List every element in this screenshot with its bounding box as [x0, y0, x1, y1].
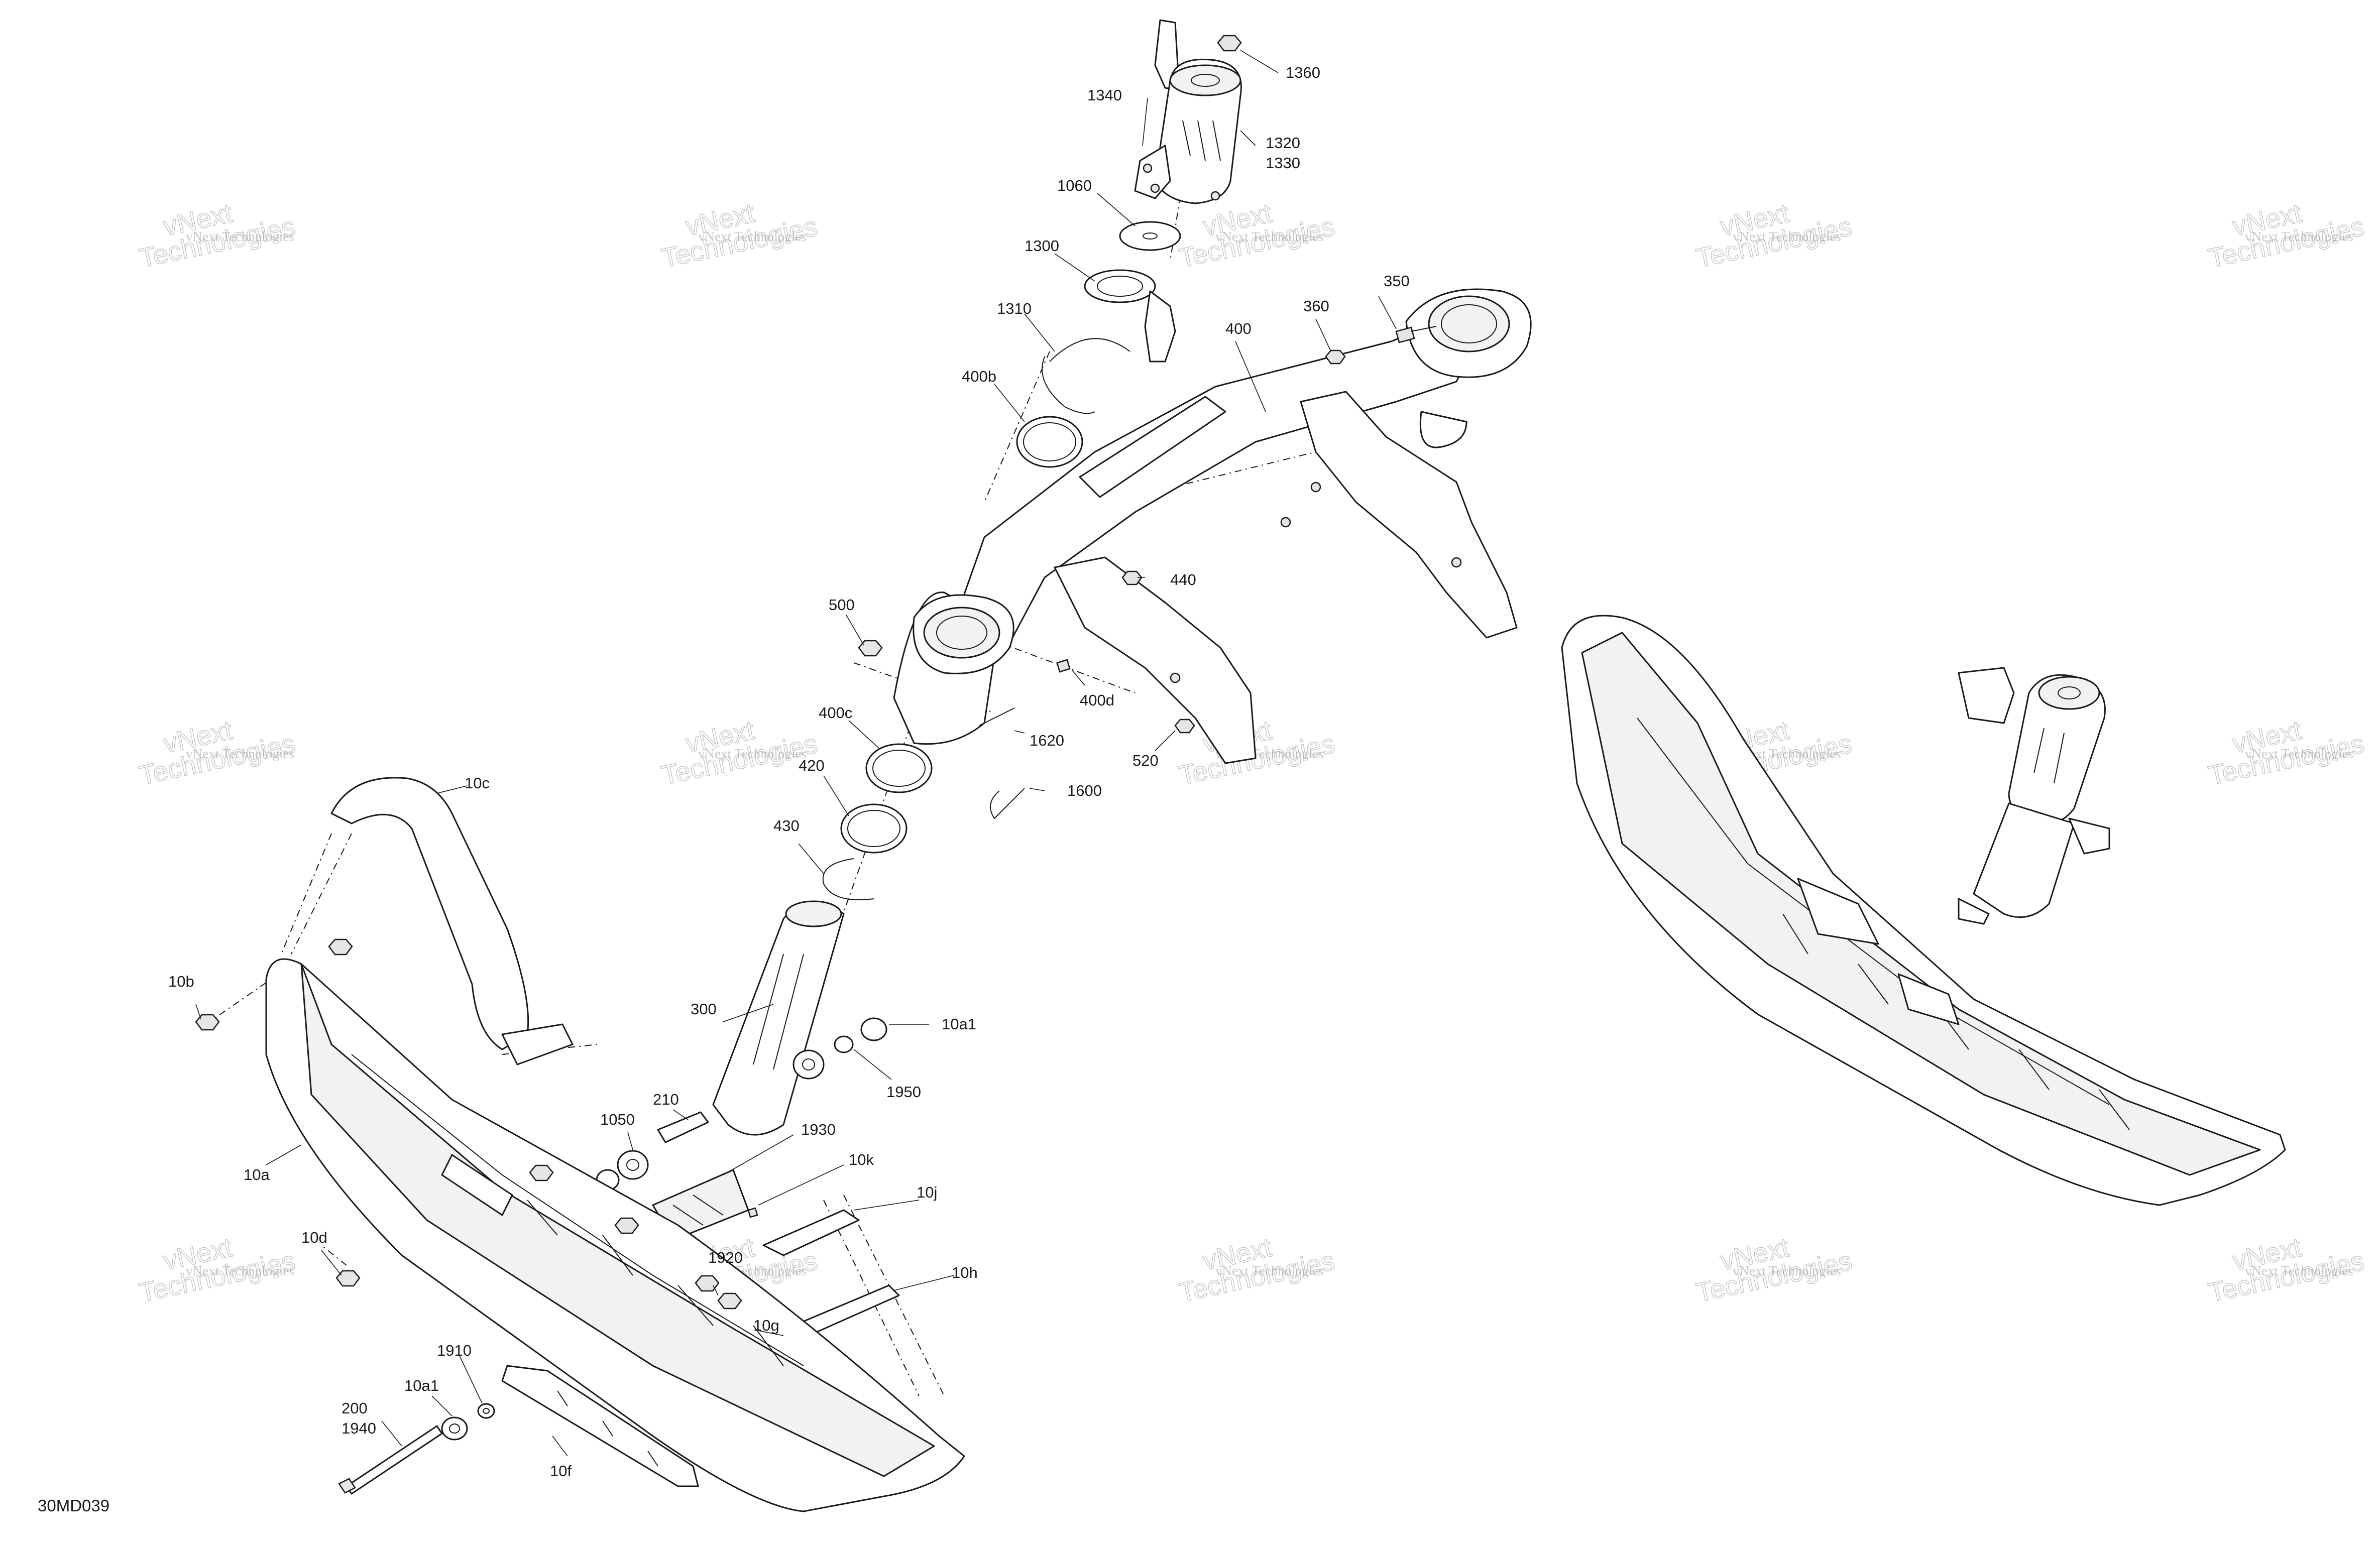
- watermark-text: vNext Technologies: [186, 746, 294, 761]
- callout-350: 350: [1384, 272, 1410, 290]
- steering-arm-400: [893, 288, 1532, 764]
- callout-10b: 10b: [168, 973, 194, 990]
- callout-400: 400: [1225, 320, 1252, 337]
- watermark-text: vNext Technologies: [698, 229, 807, 244]
- watermark-text: vNext Technologies: [1215, 229, 1324, 244]
- callout-400b: 400b: [962, 368, 996, 385]
- callout-300: 300: [691, 1000, 717, 1018]
- washer-1060: [1119, 221, 1181, 251]
- callout-520: 520: [1132, 752, 1159, 769]
- bolt-350: [1395, 326, 1437, 343]
- watermark-text: vNext Technologies: [1733, 229, 1841, 244]
- callout-1930: 1930: [801, 1121, 836, 1138]
- callout-labels: 1360 1340 1320 1330 1060 1300 1310 350 3…: [168, 64, 1410, 1480]
- callout-440: 440: [1170, 571, 1196, 588]
- leader-lines: [195, 50, 1397, 1457]
- callout-400c: 400c: [819, 704, 852, 722]
- callout-10a1-top: 10a1: [942, 1015, 976, 1033]
- watermark-text: vNext Technologies: [2245, 229, 2353, 244]
- callout-420: 420: [799, 757, 825, 774]
- callout-1920: 1920: [708, 1249, 743, 1266]
- watermark-text: vNext Technologies: [2245, 746, 2353, 761]
- watermark-text: vNext Technologies: [698, 746, 807, 761]
- nut-360: [1325, 349, 1346, 365]
- callout-1050: 1050: [600, 1111, 635, 1128]
- bushing-10a1-bottom: [441, 1416, 468, 1441]
- assembled-ski-right: [1561, 615, 2286, 1206]
- ring-400c: [865, 743, 933, 793]
- callout-10a: 10a: [244, 1166, 270, 1183]
- callout-10f: 10f: [550, 1462, 572, 1480]
- bolt-200: [338, 1425, 443, 1495]
- callout-10c: 10c: [465, 774, 490, 792]
- callout-360: 360: [1303, 297, 1329, 315]
- bushing-10a1-top: [792, 1017, 887, 1080]
- callout-1360: 1360: [1286, 64, 1320, 81]
- callout-500: 500: [829, 596, 855, 614]
- watermark-text: vNext Technologies: [186, 229, 294, 244]
- callout-1300: 1300: [1025, 237, 1059, 255]
- pin-210: [657, 1111, 709, 1143]
- callout-1940: 1940: [342, 1419, 376, 1437]
- ring-430: [822, 858, 874, 900]
- callout-1330: 1330: [1266, 154, 1300, 172]
- callout-10g: 10g: [753, 1317, 779, 1334]
- ring-420: [840, 803, 908, 854]
- clip-1600: [990, 788, 1025, 819]
- bolt-10b: [195, 938, 353, 1031]
- callout-1950: 1950: [886, 1083, 921, 1101]
- callout-10j: 10j: [917, 1183, 937, 1201]
- washer-1910: [477, 1403, 495, 1419]
- spindle-housing-assembly: [1134, 19, 1242, 204]
- callout-210: 210: [653, 1091, 679, 1108]
- nut-1920: [695, 1275, 742, 1310]
- fastener-440: [1121, 570, 1143, 585]
- retaining-clip-1310: [1042, 338, 1130, 414]
- callout-1600: 1600: [1067, 782, 1102, 799]
- callout-1910: 1910: [437, 1342, 472, 1359]
- nut-10d: [335, 1164, 639, 1287]
- fastener-400d: [1056, 659, 1071, 673]
- watermark-text: vNext Technologies: [2245, 1263, 2353, 1278]
- wear-plate-10j: [762, 1209, 860, 1256]
- callout-10h: 10h: [952, 1264, 978, 1281]
- handle-10c: [330, 777, 574, 1065]
- callout-10a1-bottom: 10a1: [404, 1377, 439, 1394]
- callout-10d: 10d: [301, 1229, 327, 1246]
- callout-10k: 10k: [849, 1151, 874, 1168]
- callout-1320: 1320: [1266, 134, 1300, 152]
- bushing-1050: [596, 1150, 649, 1191]
- callout-400d: 400d: [1080, 691, 1114, 709]
- fastener-10k: [747, 1207, 758, 1218]
- spindle-300: [712, 900, 845, 1136]
- callout-200: 200: [342, 1399, 368, 1417]
- callout-1340: 1340: [1087, 86, 1122, 104]
- callout-1310: 1310: [997, 300, 1032, 317]
- runner-10f: [501, 1365, 699, 1487]
- diagram-id: 30MD039: [38, 1496, 109, 1515]
- fastener-520: [1174, 719, 1195, 734]
- watermark-text: vNext Technologies: [1733, 1263, 1841, 1278]
- ski-10a: [265, 958, 965, 1512]
- ring-400b: [1016, 416, 1083, 468]
- callout-1060: 1060: [1057, 177, 1092, 194]
- bolt-500: [858, 640, 883, 657]
- nut-1360: [1217, 35, 1242, 52]
- callout-1620: 1620: [1030, 732, 1064, 749]
- bracket-1300: [1084, 269, 1176, 363]
- watermark-text: vNext Technologies: [186, 1263, 294, 1278]
- assembled-spindle-right: [1958, 667, 2110, 925]
- pin-1620: [979, 707, 1015, 726]
- watermark-text: vNext Technologies: [1215, 1263, 1324, 1278]
- callout-430: 430: [773, 817, 800, 835]
